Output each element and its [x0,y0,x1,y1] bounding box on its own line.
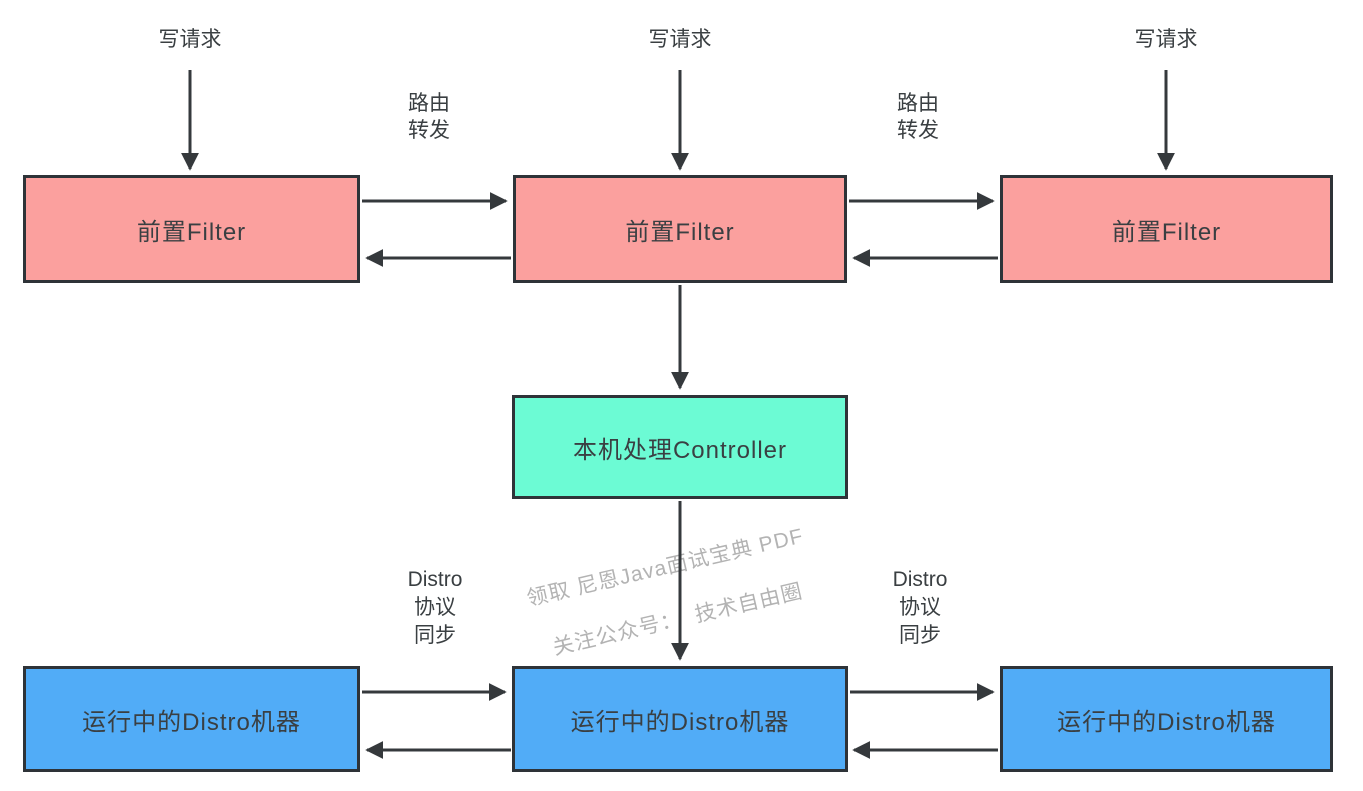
distro-sync-line: 协议 [899,596,941,619]
route-forward-line: 转发 [408,119,450,142]
distro-sync-label-2: Distro 协议 同步 [870,566,970,650]
machine-box-2: 运行中的Distro机器 [512,666,848,772]
route-forward-label-2: 路由 转发 [868,90,968,144]
write-request-label-2: 写请求 [648,28,712,51]
distro-sync-line: Distro [892,568,948,591]
distro-sync-line: 同步 [899,624,941,647]
distro-sync-label-1: Distro 协议 同步 [385,566,485,650]
route-forward-line: 路由 [408,92,450,115]
controller-box: 本机处理Controller [512,395,848,499]
machine-box-1: 运行中的Distro机器 [23,666,360,772]
route-forward-line: 转发 [897,119,939,142]
route-forward-line: 路由 [897,92,939,115]
distro-sync-line: Distro [407,568,463,591]
filter-box-3: 前置Filter [1000,175,1333,283]
write-request-label-3: 写请求 [1134,28,1198,51]
filter-box-2: 前置Filter [513,175,847,283]
distro-sync-line: 同步 [414,624,456,647]
machine-box-3: 运行中的Distro机器 [1000,666,1333,772]
write-request-label-1: 写请求 [158,28,222,51]
distro-sync-line: 协议 [414,596,456,619]
route-forward-label-1: 路由 转发 [379,90,479,144]
filter-box-1: 前置Filter [23,175,360,283]
